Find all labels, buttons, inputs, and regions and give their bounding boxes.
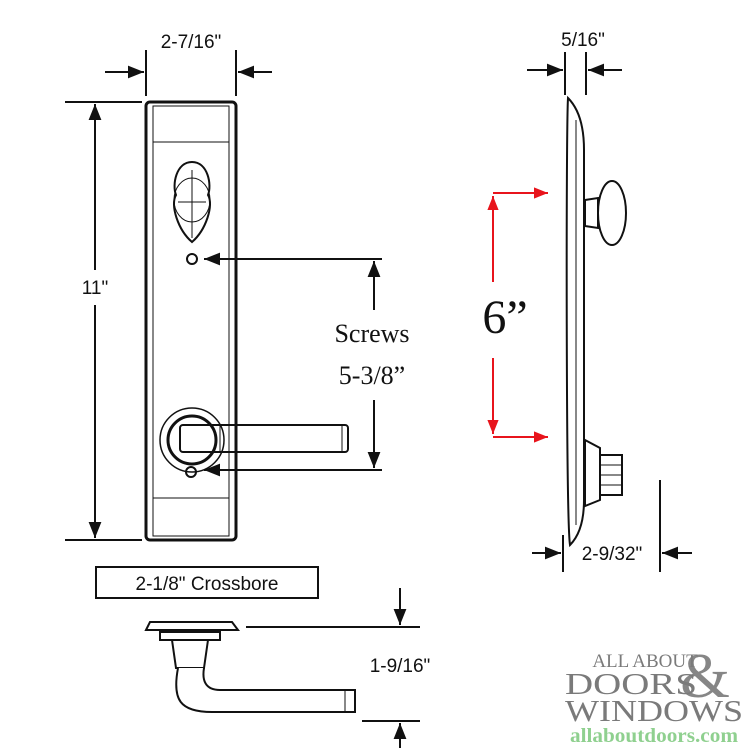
width-label: 2-7/16" [161,32,222,53]
lever-handle-icon [159,407,349,473]
logo-line2: DOORS [565,666,697,701]
logo-ampersand: & [680,640,730,711]
front-plate-view [144,100,349,542]
side-profile-view [565,95,627,548]
spindle-side-icon [584,438,623,508]
thumbturn-icon [173,160,211,244]
center-distance-dimension [487,187,548,443]
thumbturn-side-icon [584,180,627,246]
screw-hole-bottom [185,466,197,478]
lever-side-view [144,621,356,713]
lever-projection-dimension [246,588,420,748]
height-label: 11" [82,278,108,299]
logo-line3: WINDOWS [565,693,743,728]
lever-projection-label: 1-9/16" [370,656,431,677]
height-dimension [65,101,142,541]
screws-label: Screws [334,319,409,348]
crossbore-label: 2-1/8" Crossbore [136,574,279,595]
screws-dimension [204,252,382,477]
brand-logo: ALL ABOUT & DOORS WINDOWS allaboutdoors.… [565,640,743,747]
crossbore-box [95,566,319,599]
screw-hole-top [186,253,198,265]
screws-value: 5-3/8” [339,361,405,390]
center-distance-label: 6” [482,291,527,344]
thickness-dimension [527,52,622,95]
width-dimension [105,50,272,96]
side-projection-dimension [532,480,692,572]
side-projection-label: 2-9/32" [582,544,643,565]
logo-line1: ALL ABOUT [592,651,698,672]
thickness-label: 5/16" [561,30,605,51]
logo-url: allaboutdoors.com [570,725,738,747]
